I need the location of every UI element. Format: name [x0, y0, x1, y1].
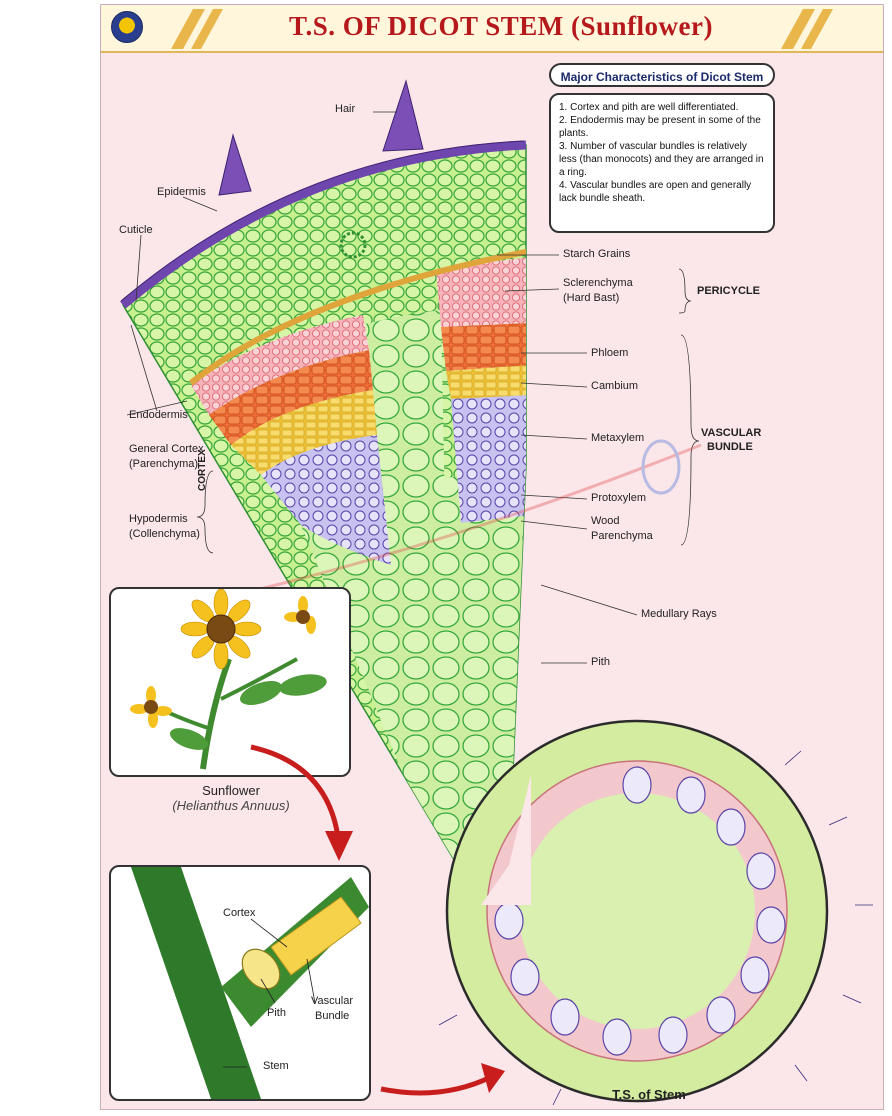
label-protoxylem: Protoxylem: [591, 492, 647, 504]
sunflower-scientific-name: (Helianthus Annuus): [172, 798, 290, 813]
characteristic-item: 2. Endodermis may be present in some of …: [559, 115, 761, 139]
label-cambium: Cambium: [591, 380, 639, 392]
stem-wedge-diagram: [120, 79, 873, 1106]
label-wood-parenchyma-1: Wood: [591, 515, 620, 527]
label-general-cortex-sub: (Parenchyma): [129, 458, 199, 470]
label-vascular-bracket-2: BUNDLE: [707, 441, 753, 453]
characteristic-item: 1. Cortex and pith are well differentiat…: [559, 102, 739, 113]
publisher-logo-icon: [111, 11, 143, 43]
page-title: T.S. OF DICOT STEM (Sunflower): [288, 11, 714, 41]
label-wood-parenchyma-2: Parenchyma: [591, 530, 653, 542]
label-metaxylem: Metaxylem: [591, 432, 645, 444]
ts-caption: T.S. of Stem: [612, 1087, 686, 1102]
stem-label-vascular-1: Vascular: [311, 995, 353, 1007]
label-vascular-bracket-1: VASCULAR: [701, 427, 762, 439]
stem-label-vascular-2: Bundle: [315, 1010, 350, 1022]
stem-illustration: [131, 867, 369, 1099]
characteristics-heading: Major Characteristics of Dicot Stem: [549, 63, 775, 87]
characteristic-item: 3. Number of vascular bundles is relativ…: [559, 141, 764, 178]
label-cuticle: Cuticle: [119, 224, 153, 236]
label-pith: Pith: [591, 656, 610, 668]
poster: T.S. OF DICOT STEM (Sunflower) Major Cha…: [100, 4, 884, 1110]
label-hair: Hair: [335, 103, 356, 115]
stem-label-pith: Pith: [267, 1007, 286, 1019]
characteristic-item: 4. Vascular bundles are open and general…: [559, 180, 752, 204]
stem-label-cortex: Cortex: [223, 907, 256, 919]
arrow-right-icon: [481, 1063, 505, 1093]
label-phloem: Phloem: [591, 347, 629, 359]
sunflower-illustration: [130, 588, 327, 770]
label-sclerenchyma: Sclerenchyma: [563, 277, 633, 289]
label-hypodermis-sub: (Collenchyma): [129, 528, 200, 540]
sunflower-inset: [109, 587, 351, 777]
stem-label-stem: Stem: [263, 1060, 289, 1072]
sunflower-caption: Sunflower (Helianthus Annuus): [131, 783, 331, 813]
arrows: [250, 744, 505, 1096]
title-bar: T.S. OF DICOT STEM (Sunflower): [101, 5, 883, 53]
label-sclerenchyma-sub: (Hard Bast): [563, 292, 620, 304]
label-general-cortex: General Cortex: [129, 443, 204, 455]
characteristics-box: 1. Cortex and pith are well differentiat…: [549, 93, 775, 233]
sunflower-name: Sunflower: [202, 783, 260, 798]
label-epidermis: Epidermis: [157, 186, 206, 198]
label-pericycle: PERICYCLE: [697, 285, 760, 297]
stem-inset: Cortex Pith Vascular Bundle Stem: [109, 865, 371, 1101]
label-medullary-rays: Medullary Rays: [641, 608, 717, 620]
arrow-down-icon: [325, 831, 353, 861]
label-endodermis: Endodermis: [129, 409, 188, 421]
title-stripes: [171, 9, 833, 49]
label-hypodermis: Hypodermis: [129, 513, 188, 525]
label-starch-grains: Starch Grains: [563, 248, 631, 260]
ts-circle: [438, 719, 873, 1106]
